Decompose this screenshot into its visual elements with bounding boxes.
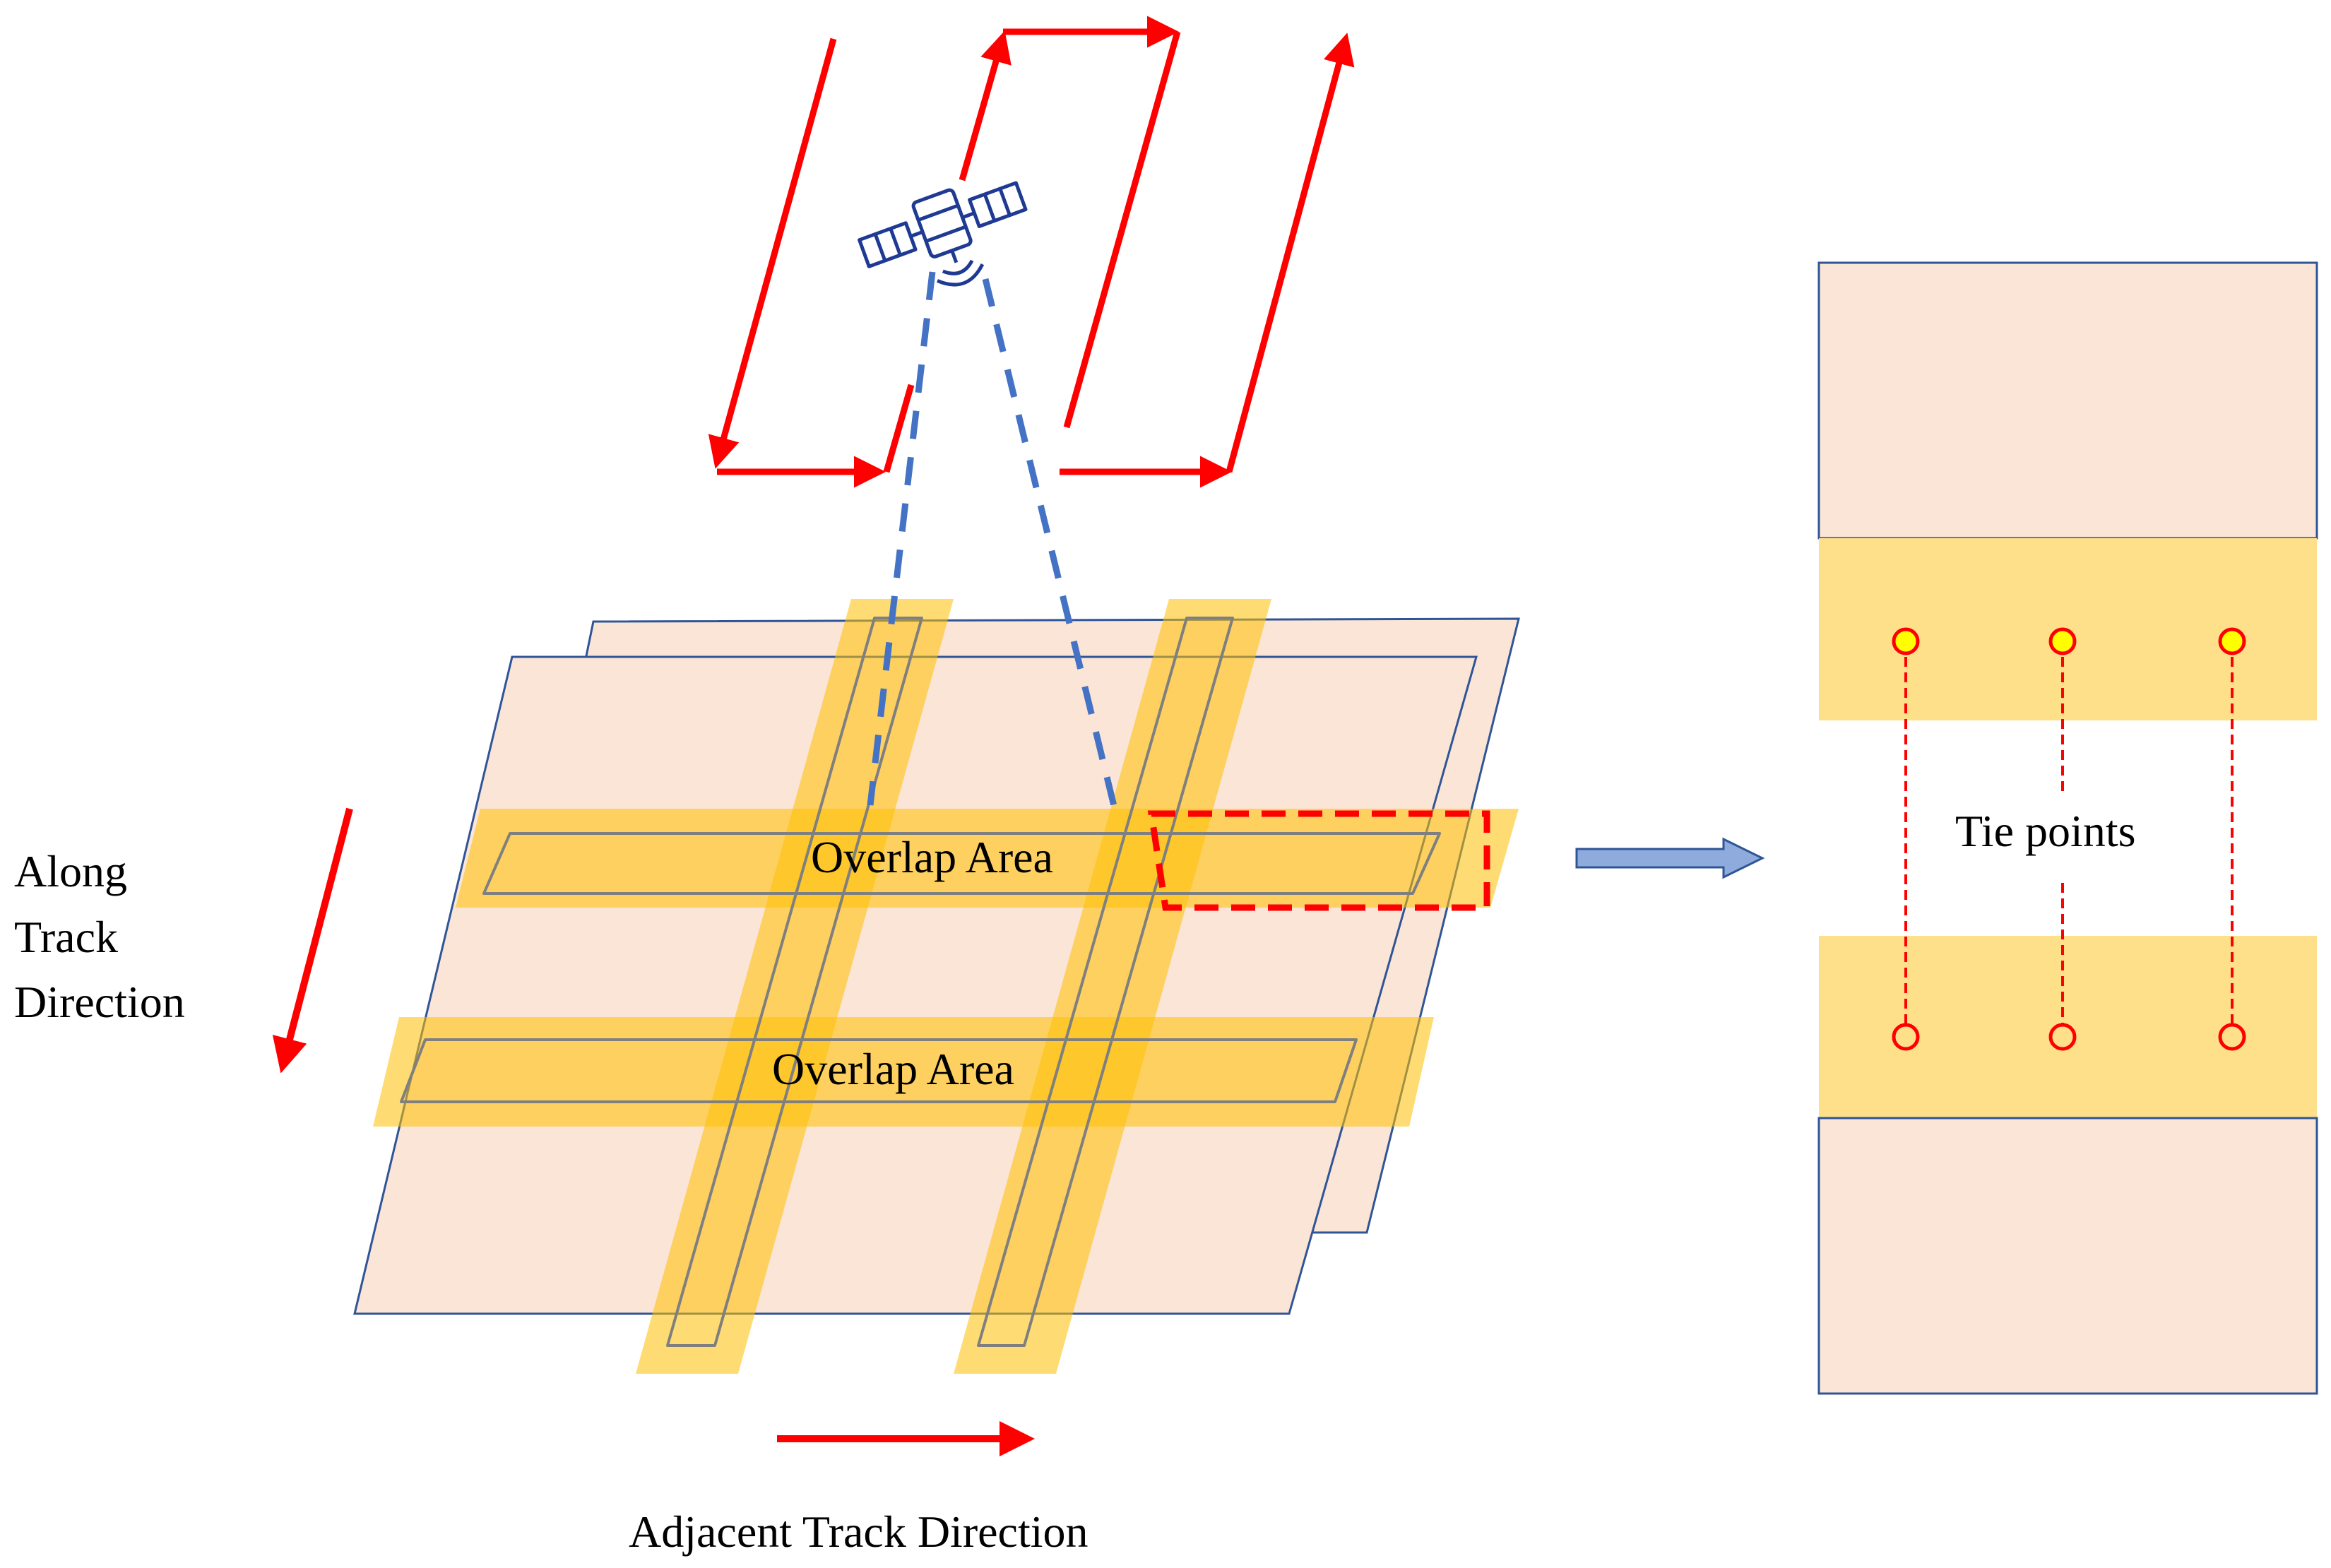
along-track-label: Along Track Direction [14, 846, 185, 1027]
highlight-box [1147, 810, 1490, 911]
flight-path-leg-1 [708, 37, 837, 469]
overlap-area-label-bottom: Overlap Area [772, 1044, 1014, 1094]
image-strips [353, 617, 1520, 1315]
tie-points-label: Tie points [1955, 806, 2136, 856]
flight-path [708, 16, 1355, 488]
adjacent-track-label: Adjacent Track Direction [629, 1507, 1089, 1557]
tie-point [2218, 1023, 2246, 1051]
beam-line-left [867, 271, 936, 806]
overlap-area-label-top: Overlap Area [811, 832, 1053, 882]
tie-points [1892, 627, 2246, 1051]
tie-point [2048, 627, 2077, 655]
strip-outline-top [482, 832, 1441, 895]
tie-point [1892, 1023, 1920, 1051]
detail-image-bottom [1817, 1117, 2318, 1395]
flight-path-leg-6 [1063, 30, 1181, 429]
flight-path-leg-3 [883, 384, 915, 473]
overlap-band-horizontal-bottom [373, 1017, 1434, 1127]
tie-point [2048, 1023, 2077, 1051]
flight-path-leg-8 [1226, 32, 1355, 473]
along-track-arrow [272, 807, 353, 1074]
sensor-beam [867, 271, 1118, 810]
strip-outline-right [977, 617, 1234, 1347]
strip-outlines [400, 617, 1441, 1347]
flight-path-leg-4 [959, 30, 1012, 182]
overlap-band-vertical-right [954, 599, 1271, 1374]
tie-point [2218, 627, 2246, 655]
right-arrow-icon [1575, 837, 1765, 879]
strip-outline-bottom [400, 1038, 1358, 1103]
strip-outline-left [666, 617, 923, 1347]
satellite-icon [858, 181, 1028, 287]
image-strip-front [353, 655, 1478, 1315]
tie-point [1892, 627, 1920, 655]
detail-panel: Tie points [1817, 261, 2318, 1395]
detail-image-top [1817, 261, 2318, 540]
tie-point-connectors [1904, 641, 2234, 1037]
